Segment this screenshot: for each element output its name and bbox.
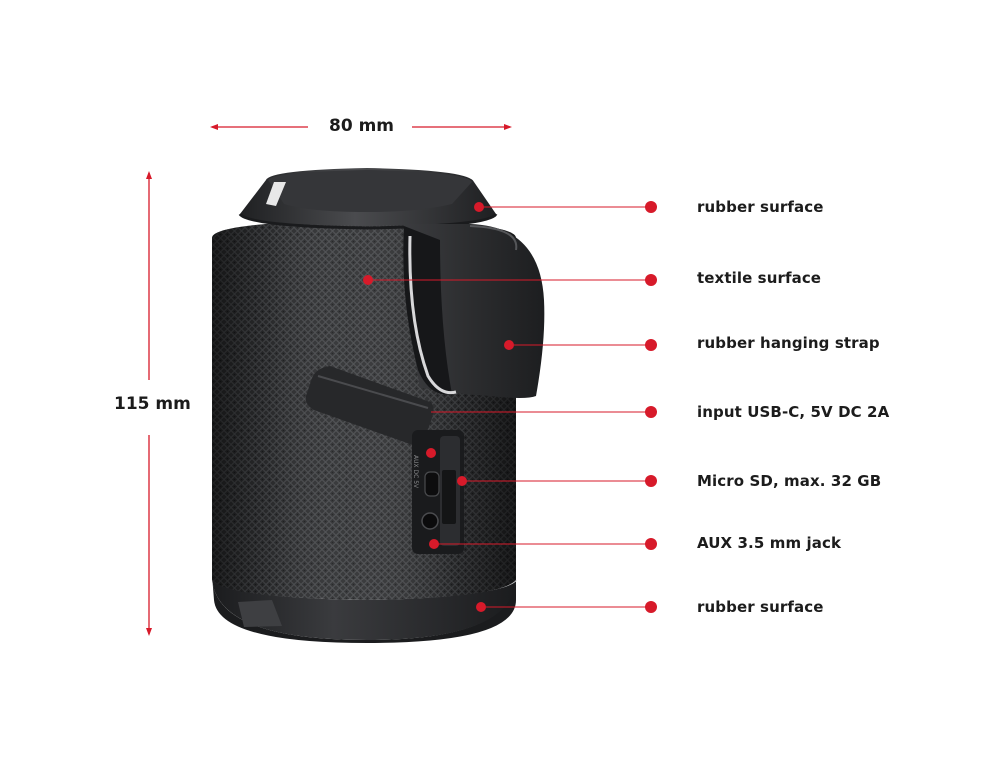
speaker-top-cap — [238, 168, 498, 230]
hanging-strap — [403, 224, 545, 398]
callout-label-textile-surface: textile surface — [697, 269, 822, 287]
callout-dots-product — [363, 202, 514, 612]
callout-dot — [426, 448, 436, 458]
callout-dot — [363, 275, 373, 285]
callout-dot — [645, 274, 657, 286]
callout-dots-labels — [645, 201, 657, 613]
callout-dot — [645, 601, 657, 613]
height-label: 115 mm — [114, 394, 191, 414]
callout-dot — [474, 202, 484, 212]
port-panel: AUX DC 5V — [412, 430, 464, 554]
callout-dot — [645, 406, 657, 418]
callout-dot — [645, 538, 657, 550]
callout-label-micro-sd: Micro SD, max. 32 GB — [697, 472, 882, 490]
callout-label-aux-jack: AUX 3.5 mm jack — [697, 534, 842, 552]
callout-label-rubber-surface-bottom: rubber surface — [697, 598, 824, 616]
width-dimension — [210, 124, 512, 130]
height-dimension — [146, 171, 152, 636]
callout-dot — [476, 602, 486, 612]
callout-label-rubber-hanging-strap: rubber hanging strap — [697, 334, 880, 352]
callout-dot — [457, 476, 467, 486]
callout-dot — [429, 539, 439, 549]
port-cover-flap — [305, 366, 434, 445]
callout-label-input-usb-c: input USB-C, 5V DC 2A — [697, 403, 890, 421]
width-label: 80 mm — [329, 116, 395, 136]
callout-dot — [645, 339, 657, 351]
callout-lines — [368, 206, 651, 608]
callout-dot — [504, 340, 514, 350]
callout-dot — [645, 201, 657, 213]
callout-label-rubber-surface-top: rubber surface — [697, 198, 824, 216]
callout-dot — [645, 475, 657, 487]
port-panel-text: AUX DC 5V — [412, 455, 419, 489]
